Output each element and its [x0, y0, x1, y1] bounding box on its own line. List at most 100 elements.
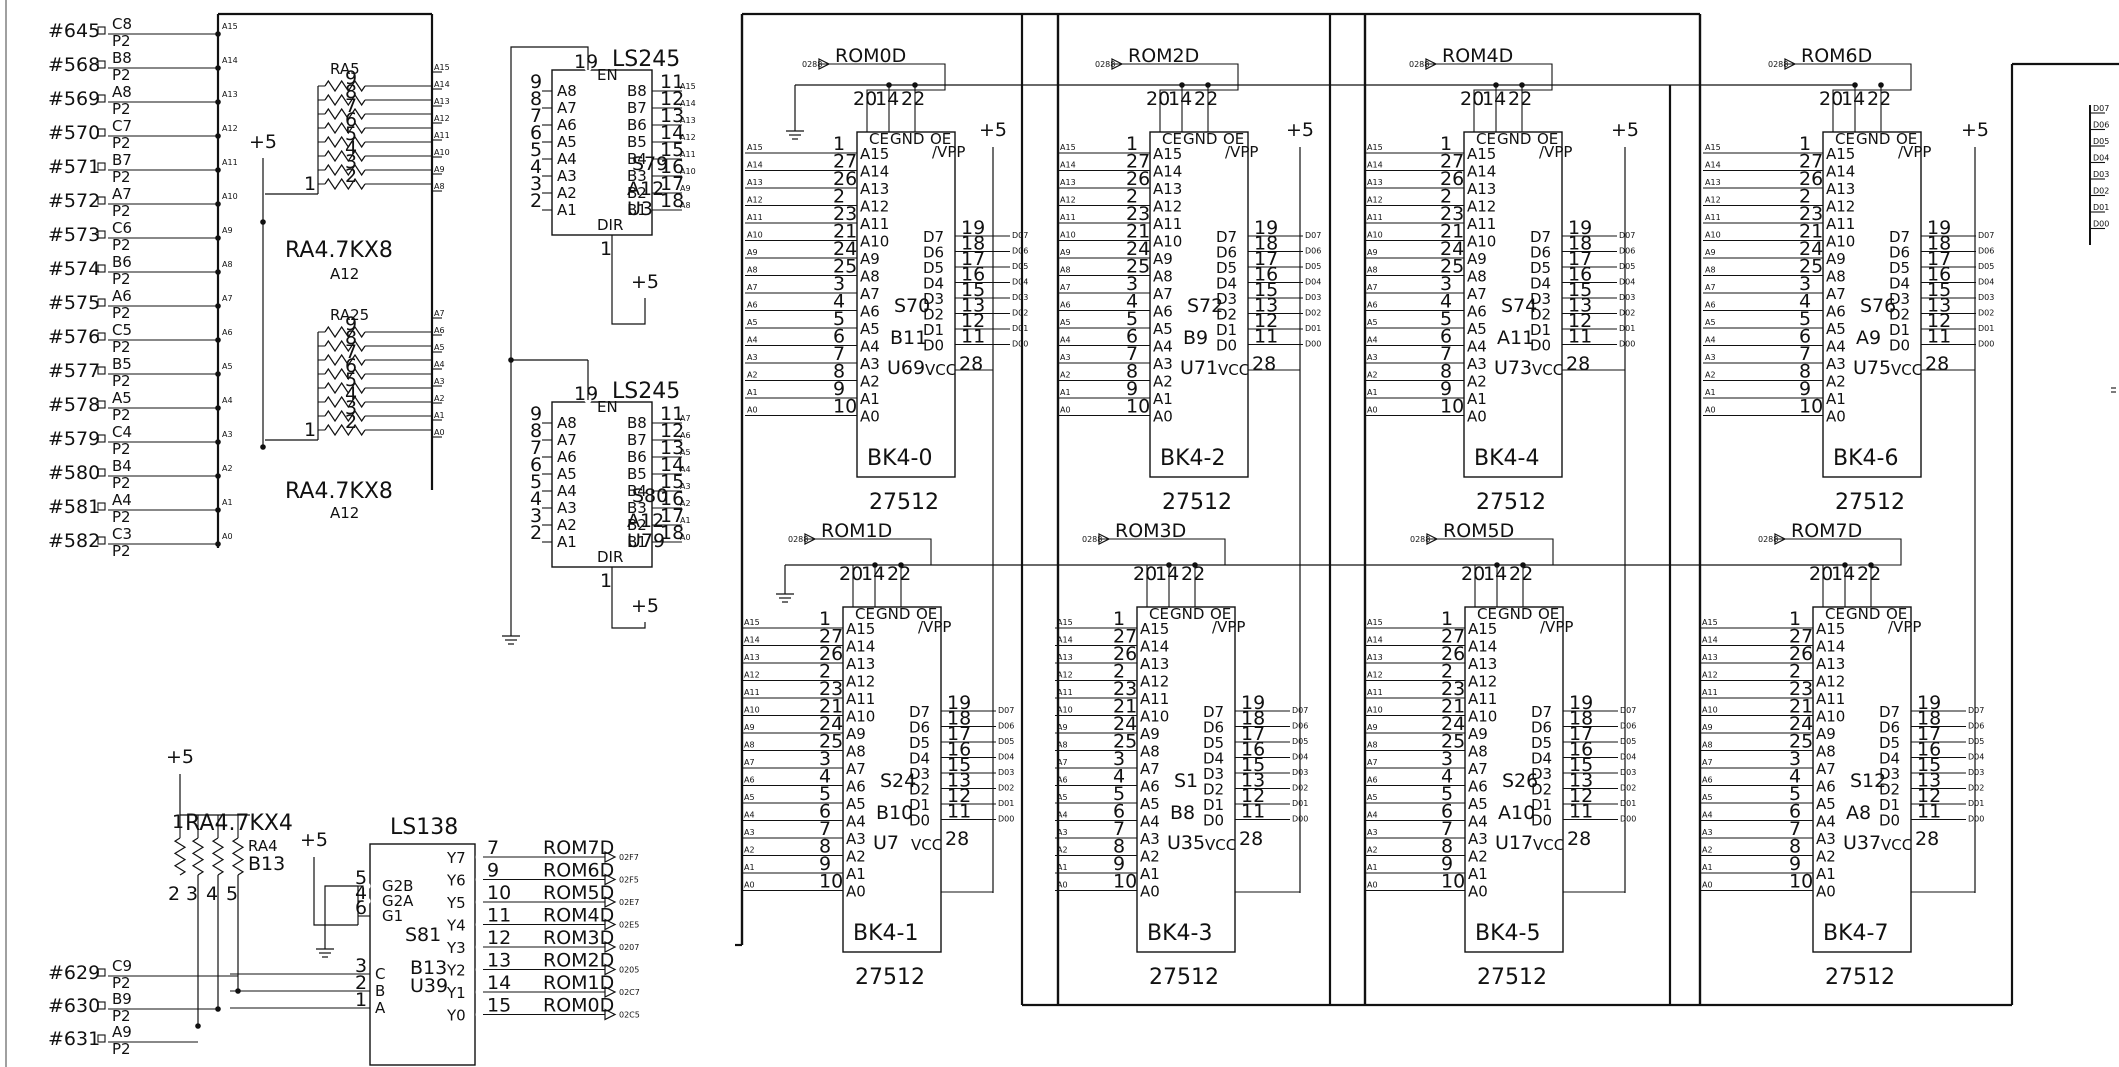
bus-tap-label: A0	[1060, 406, 1071, 415]
pin-num: 20	[1146, 88, 1170, 110]
bus-tap-label: A15	[1367, 143, 1383, 152]
resistor-element	[324, 367, 366, 381]
out-bubble	[475, 966, 483, 973]
resistor-element	[231, 837, 245, 876]
pin-data: D0	[1531, 812, 1552, 830]
resistor-element	[324, 149, 366, 163]
chip-ref: S26	[1502, 770, 1538, 792]
pin-data: D0	[1216, 337, 1237, 355]
pin-a: A2	[557, 184, 577, 202]
connector-number: #631	[48, 1028, 100, 1050]
bus-tap-label: A9	[1705, 248, 1716, 257]
bus-tap-label: A0	[1702, 881, 1713, 890]
pin-data: D1	[909, 796, 930, 814]
bus-tap-label: A10	[680, 167, 696, 176]
pin-num: 11	[1927, 326, 1951, 348]
data-bus-label: D02	[1619, 309, 1635, 318]
pin-data: D1	[1531, 796, 1552, 814]
pin-b: B8	[627, 82, 647, 100]
plus5-terminal	[1972, 140, 1978, 146]
bus-tap-label: A6	[1705, 301, 1716, 310]
connector-square	[97, 468, 106, 477]
connector-square	[97, 162, 106, 171]
pin-addr: A2	[1140, 848, 1160, 866]
pin-b: B3	[627, 167, 647, 185]
resistor-pin: 2	[168, 883, 180, 905]
pin-num: 4	[833, 291, 845, 313]
bus-tap-label: A3	[222, 430, 233, 439]
pin-num: 7	[1799, 343, 1811, 365]
pin-data: D0	[1530, 337, 1551, 355]
bus-tap-label: A0	[747, 406, 758, 415]
pin-num: 5	[1799, 308, 1811, 330]
pin-gnd: GND	[1170, 605, 1204, 623]
pin-num: 6	[819, 801, 831, 823]
bus-tap-label: A10	[434, 148, 450, 157]
bus-tap-label: A2	[1367, 846, 1378, 855]
resistor-pin: 4	[345, 137, 357, 159]
data-bus-label: D04	[1620, 753, 1636, 762]
bus-tap-label: A15	[1702, 618, 1718, 627]
pin-gnd: GND	[890, 130, 924, 148]
pin-num: 24	[1113, 713, 1137, 735]
pin-num: 13	[961, 295, 985, 317]
plus5-symbol: +5	[166, 746, 194, 773]
data-bus-label: D04	[998, 753, 1014, 762]
pin-data: D4	[1216, 275, 1237, 293]
pin-gnd: GND	[1497, 130, 1531, 148]
chip-loc: A8	[1846, 802, 1871, 824]
pin-num: 15	[487, 995, 511, 1017]
select-addr: 0288	[1410, 535, 1430, 544]
chip-loc: B11	[890, 327, 927, 349]
select-signal: ROM6D	[1801, 45, 1872, 67]
resistor-pin: 3	[345, 397, 357, 419]
chip-part: 27512	[1476, 490, 1546, 515]
bus-tap-label: A8	[1060, 266, 1071, 275]
pin-oe: OE	[930, 130, 951, 148]
pin-addr: A10	[846, 708, 875, 726]
pin-data: D2	[1216, 306, 1237, 324]
connector-square	[97, 196, 106, 205]
pin-data: D0	[1203, 812, 1224, 830]
plus5-terminal	[642, 616, 648, 622]
pin-vpp: /VPP	[1539, 143, 1572, 161]
pin-num: 9	[1113, 853, 1125, 875]
chip-pin-dir: DIR	[597, 548, 623, 566]
chip-title: LS138	[390, 815, 458, 840]
pin-num: 18	[947, 708, 971, 730]
bus-tap-label: A12	[1702, 671, 1718, 680]
pin-a: A4	[557, 150, 577, 168]
data-bus-label: D05	[1012, 262, 1028, 271]
bus-tap-label: A2	[434, 394, 445, 403]
chip-part: 27512	[1162, 490, 1232, 515]
pin-addr: A7	[1153, 285, 1173, 303]
pin-addr: A6	[1468, 778, 1488, 796]
pin-a: A8	[557, 82, 577, 100]
resistor-ref: RA25	[330, 306, 369, 324]
bus-tap-label: A10	[1367, 706, 1383, 715]
pin-addr: A10	[1153, 233, 1182, 251]
pin-num: 22	[1508, 88, 1532, 110]
data-bus-label: D02	[1968, 784, 1984, 793]
data-bus-label: D00	[1968, 815, 1984, 824]
pin-data: D6	[923, 244, 944, 262]
pin-num: 17	[961, 248, 985, 270]
junction-dot	[235, 988, 241, 994]
bus-tap-label: A4	[1057, 811, 1068, 820]
bus-tap-label: A7	[1367, 283, 1378, 292]
resistor-pin: 8	[345, 327, 357, 349]
pin-gnd: GND	[1856, 130, 1890, 148]
connector-p2: P2	[112, 474, 131, 492]
chip-part: 27512	[1835, 490, 1905, 515]
data-bus-label: D01	[1620, 799, 1636, 808]
bus-tap-label: A4	[1060, 336, 1071, 345]
data-bus-label: D00	[1305, 340, 1321, 349]
junction-dot	[195, 1023, 201, 1029]
pin-num: 14	[1155, 563, 1179, 585]
pin-num: 26	[1126, 168, 1150, 190]
pin-num: 24	[1789, 713, 1813, 735]
pin-num: 7	[487, 837, 499, 859]
connector-number: #568	[48, 54, 100, 76]
pin-num: 10	[487, 882, 511, 904]
